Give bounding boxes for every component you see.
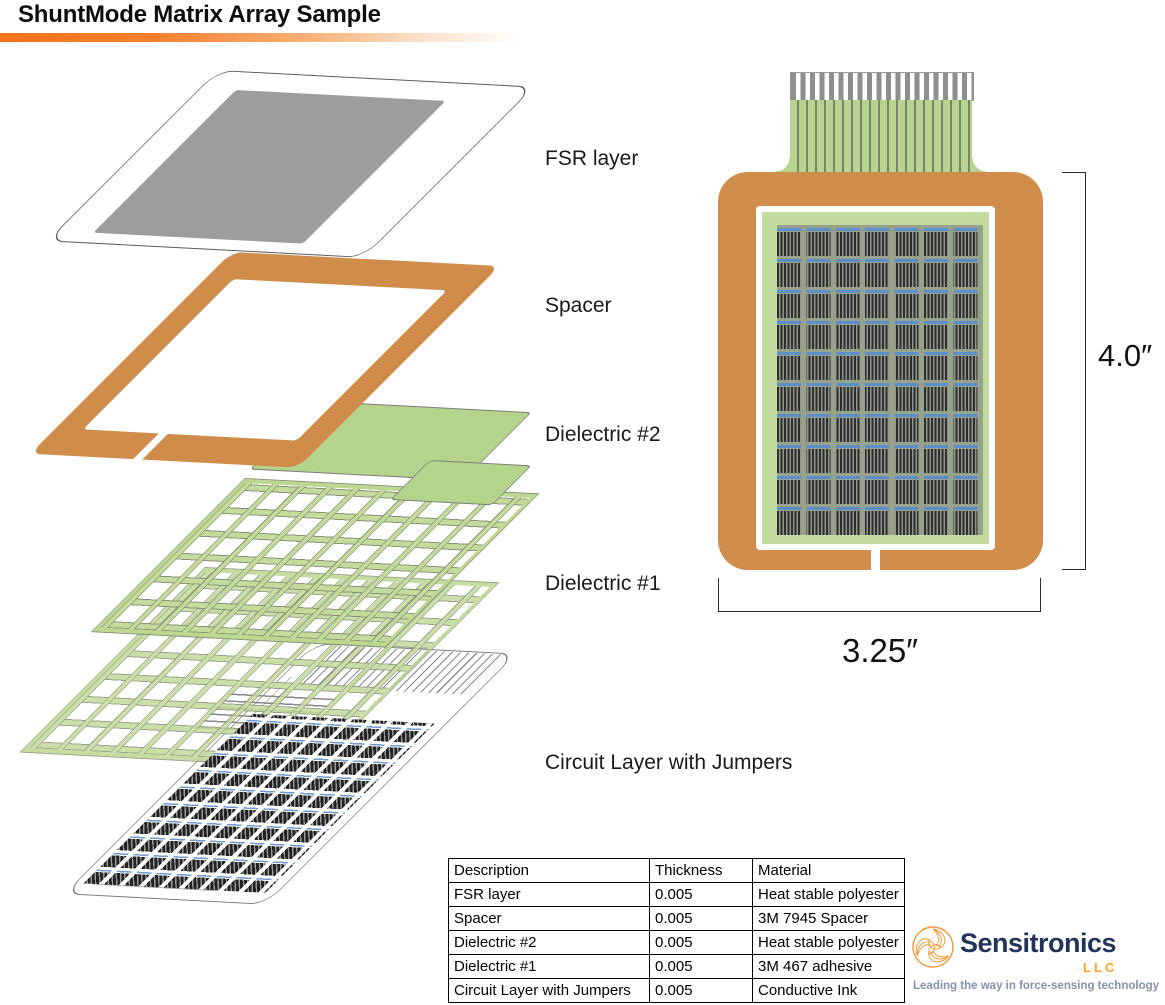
tail-flare-left xyxy=(776,158,790,172)
dim-tick-top xyxy=(1062,172,1086,173)
cell-thickness: 0.005 xyxy=(649,954,753,979)
cell-description: Dielectric #2 xyxy=(448,930,650,955)
cell-description: FSR layer xyxy=(448,882,650,907)
dim-tick-right xyxy=(1040,578,1041,612)
spec-table: Description Thickness Material FSR layer… xyxy=(448,858,905,1003)
cell-material: Heat stable polyester xyxy=(752,882,905,907)
logo-tagline: Leading the way in force-sensing technol… xyxy=(913,980,1160,992)
header-material: Material xyxy=(752,858,905,883)
height-dimension-label: 4.0″ xyxy=(1098,338,1153,373)
label-fsr-layer: FSR layer xyxy=(545,147,639,170)
cell-thickness: 0.005 xyxy=(649,978,753,1003)
page-title: ShuntMode Matrix Array Sample xyxy=(18,1,381,28)
swirl-shell-icon xyxy=(912,926,954,968)
cell-material: Heat stable polyester xyxy=(752,930,905,955)
accent-gradient-bar xyxy=(0,33,520,42)
cell-description: Dielectric #1 xyxy=(448,954,650,979)
sensor-electrode-matrix xyxy=(777,225,983,535)
table-row: Spacer 0.005 3M 7945 Spacer xyxy=(448,906,905,931)
table-header-row: Description Thickness Material xyxy=(448,858,905,883)
tail-flare-right xyxy=(972,158,986,172)
cell-thickness: 0.005 xyxy=(649,882,753,907)
fsr-active-area xyxy=(93,89,446,244)
width-dimension-label: 3.25″ xyxy=(842,632,918,669)
cell-description: Circuit Layer with Jumpers xyxy=(448,978,650,1003)
cell-material: 3M 467 adhesive xyxy=(752,954,905,979)
header-thickness: Thickness xyxy=(649,858,753,883)
logo-company-name: Sensitronics xyxy=(960,928,1117,958)
dim-tick-left xyxy=(718,578,719,612)
cell-thickness: 0.005 xyxy=(649,930,753,955)
table-row: Dielectric #1 0.005 3M 467 adhesive xyxy=(448,954,905,979)
table-row: Dielectric #2 0.005 Heat stable polyeste… xyxy=(448,930,905,955)
spacer-vent-gap xyxy=(131,430,171,462)
label-dielectric1: Dielectric #1 xyxy=(545,572,661,595)
cell-material: 3M 7945 Spacer xyxy=(752,906,905,931)
connector-tail-ribbon xyxy=(790,100,972,172)
connector-contact-fingers xyxy=(790,72,974,101)
logo-llc-suffix: LLC xyxy=(1083,960,1118,975)
label-dielectric2: Dielectric #2 xyxy=(545,423,661,446)
dim-tick-bottom xyxy=(1062,569,1086,570)
cell-thickness: 0.005 xyxy=(649,906,753,931)
header-description: Description xyxy=(448,858,650,883)
table-row: Circuit Layer with Jumpers 0.005 Conduct… xyxy=(448,978,905,1003)
sensor-bottom-slot xyxy=(871,545,880,572)
dim-line-width xyxy=(718,611,1040,612)
label-spacer: Spacer xyxy=(545,294,612,317)
cell-description: Spacer xyxy=(448,906,650,931)
label-circuit-layer: Circuit Layer with Jumpers xyxy=(545,751,793,774)
cell-material: Conductive Ink xyxy=(752,978,905,1003)
fsr-layer-outline xyxy=(46,70,535,258)
table-row: FSR layer 0.005 Heat stable polyester xyxy=(448,882,905,907)
dim-line-height xyxy=(1085,172,1086,570)
company-logo: Sensitronics LLC Leading the way in forc… xyxy=(905,920,1160,1000)
